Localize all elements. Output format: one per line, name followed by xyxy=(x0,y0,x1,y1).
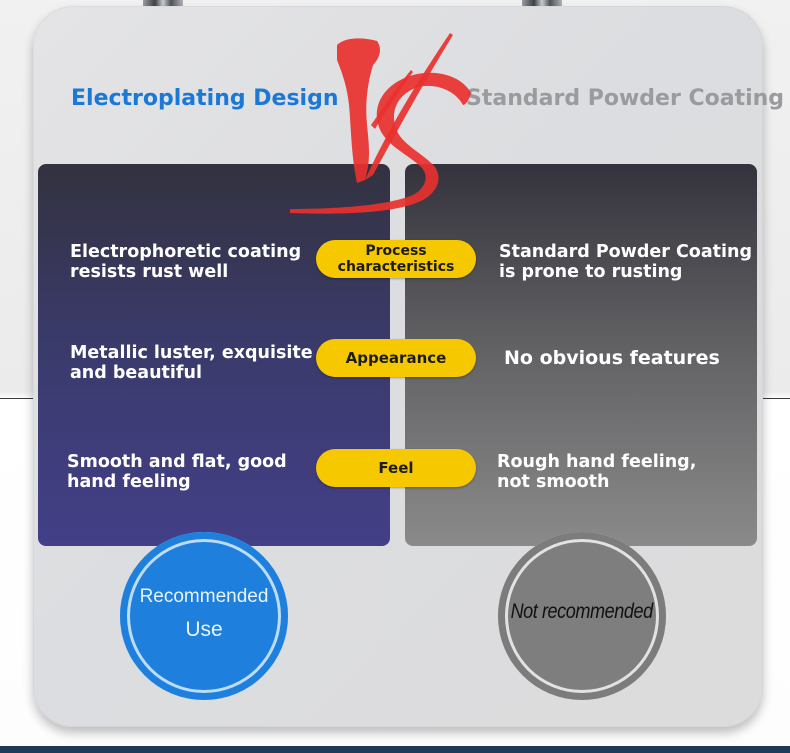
category-pill-feel: Feel xyxy=(316,449,476,487)
text-line: Standard Powder Coating xyxy=(499,242,752,262)
category-pill-appearance: Appearance xyxy=(316,339,476,377)
left-row-text: Metallic luster, exquisite and beautiful xyxy=(70,343,313,383)
text-line: Rough hand feeling, xyxy=(497,452,697,472)
left-row-text: Electrophoretic coating resists rust wel… xyxy=(70,242,301,282)
pill-label: Process xyxy=(365,243,427,259)
ceiling-fixture xyxy=(522,0,562,6)
background-line xyxy=(0,398,34,399)
text-line: resists rust well xyxy=(70,262,229,282)
recommended-badge: Recommended Use xyxy=(120,532,288,700)
left-row-text: Smooth and flat, good hand feeling xyxy=(67,452,287,492)
text-line: No obvious features xyxy=(504,347,720,369)
pill-label: characteristics xyxy=(337,259,455,275)
badge-label: Not recommended xyxy=(510,600,654,623)
badge-label: Use xyxy=(185,618,223,641)
left-title: Electroplating Design xyxy=(71,86,339,111)
right-row-text: No obvious features xyxy=(504,348,720,368)
text-line: not smooth xyxy=(497,472,610,492)
text-line: Smooth and flat, good xyxy=(67,452,287,472)
background-line xyxy=(760,398,790,399)
text-line: hand feeling xyxy=(67,472,191,492)
pill-label: Feel xyxy=(378,459,414,477)
category-pill-process: Process characteristics xyxy=(316,240,476,278)
badge-label: Recommended xyxy=(139,586,269,607)
not-recommended-badge: Not recommended xyxy=(498,532,666,700)
text-line: and beautiful xyxy=(70,363,202,383)
right-row-text: Rough hand feeling, not smooth xyxy=(497,452,696,492)
bottom-bar xyxy=(0,746,790,753)
ceiling-fixture xyxy=(143,0,183,6)
right-title: Standard Powder Coating xyxy=(466,86,785,111)
pill-label: Appearance xyxy=(345,349,447,367)
text-line: Metallic luster, exquisite xyxy=(70,343,313,363)
right-row-text: Standard Powder Coating is prone to rust… xyxy=(499,242,752,282)
text-line: is prone to rusting xyxy=(499,262,683,282)
text-line: Electrophoretic coating xyxy=(70,242,302,262)
